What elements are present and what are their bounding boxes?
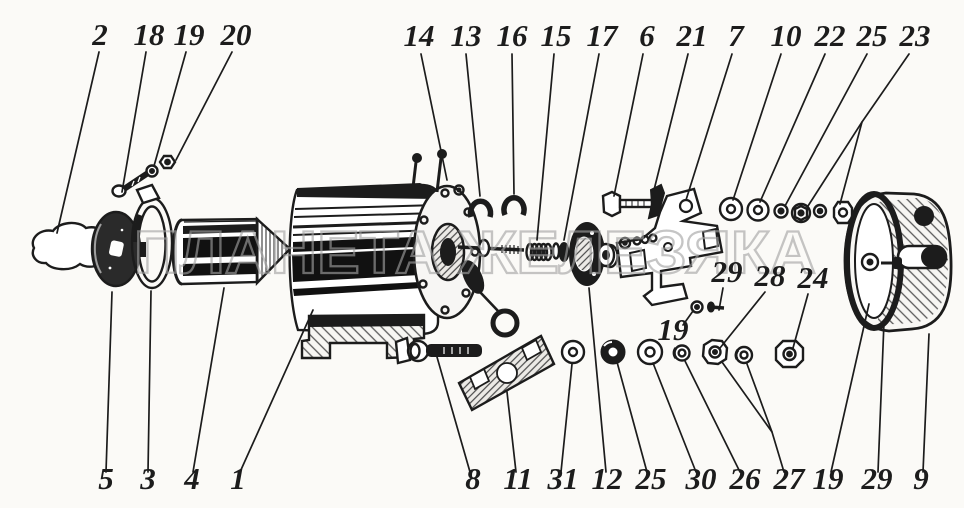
- callout-20: 20: [175, 17, 252, 161]
- svg-text:16: 16: [497, 18, 529, 53]
- callout-16: 16: [497, 18, 529, 195]
- cover-plate-part: [457, 334, 556, 412]
- callout-19-mid: 19: [658, 310, 694, 347]
- svg-text:3: 3: [139, 461, 156, 496]
- callout-6: 6: [613, 18, 655, 197]
- svg-text:17: 17: [587, 18, 620, 53]
- callout-23: 23: [807, 18, 931, 207]
- svg-text:8: 8: [465, 461, 481, 496]
- svg-text:6: 6: [639, 18, 655, 53]
- svg-text:12: 12: [592, 461, 623, 496]
- adjust-screw-and-washer: [690, 300, 725, 314]
- end-cover-part: [843, 191, 953, 333]
- callout-25-top: 25: [784, 18, 888, 207]
- svg-text:2: 2: [91, 17, 108, 52]
- svg-text:29: 29: [861, 461, 893, 496]
- svg-text:28: 28: [754, 258, 787, 293]
- svg-text:18: 18: [134, 17, 166, 52]
- end-shield-part: [412, 184, 482, 320]
- svg-text:27: 27: [773, 461, 807, 496]
- callout-5: 5: [98, 291, 114, 496]
- spring-part: [525, 242, 570, 262]
- callout-26: 26: [684, 360, 762, 496]
- svg-text:15: 15: [541, 18, 572, 53]
- callout-25-bottom: 25: [616, 361, 667, 496]
- callout-8: 8: [436, 356, 481, 496]
- callout-28-mid: 28: [719, 258, 787, 349]
- callout-27: 27: [721, 361, 807, 496]
- clamp-ring-part: [130, 183, 174, 290]
- callout-9: 9: [913, 333, 930, 496]
- watermark-text: ПЛАНЕТА ЖЕЛЕЗЯКА: [134, 219, 816, 286]
- callout-4: 4: [183, 287, 225, 496]
- svg-text:19: 19: [174, 17, 205, 52]
- bolt-part: [394, 336, 482, 365]
- svg-text:19: 19: [658, 312, 689, 347]
- callout-31: 31: [547, 363, 579, 496]
- svg-text:23: 23: [899, 18, 931, 53]
- bottom-fastener-row: [560, 338, 805, 369]
- small-washer-part: [145, 164, 159, 178]
- svg-text:30: 30: [685, 461, 717, 496]
- svg-text:11: 11: [503, 461, 532, 496]
- svg-text:10: 10: [771, 18, 802, 53]
- callout-30: 30: [652, 362, 717, 496]
- callout-10: 10: [732, 18, 802, 201]
- svg-text:20: 20: [220, 17, 252, 52]
- callout-29-mid: 29: [711, 254, 743, 311]
- small-nut-part: [158, 154, 177, 170]
- callout-19-bottom: 19: [813, 303, 870, 496]
- callout-7: 7: [685, 18, 745, 201]
- svg-text:25: 25: [635, 461, 667, 496]
- svg-text:21: 21: [676, 18, 708, 53]
- callout-14: 14: [404, 18, 448, 181]
- drum-part: [171, 216, 295, 286]
- svg-text:4: 4: [183, 461, 200, 496]
- callout-22: 22: [759, 18, 846, 203]
- callout-24-mid: 24: [792, 260, 829, 349]
- svg-text:31: 31: [547, 461, 579, 496]
- callout-11: 11: [503, 391, 533, 496]
- callout-12: 12: [588, 287, 623, 496]
- callout-19-top: 19: [153, 17, 205, 167]
- callout-1: 1: [230, 309, 314, 496]
- callout-3: 3: [139, 290, 156, 496]
- generator-body-part: [288, 183, 440, 360]
- bracket-assembly: [596, 183, 724, 307]
- svg-text:5: 5: [98, 461, 114, 496]
- shaft-part: [457, 238, 525, 258]
- svg-text:22: 22: [814, 18, 846, 53]
- terminal-eyelet-part: [461, 260, 520, 338]
- callout-29-bottom: 29: [861, 321, 893, 496]
- svg-text:24: 24: [797, 260, 829, 295]
- svg-text:25: 25: [856, 18, 888, 53]
- c-clip-parts: [467, 195, 527, 218]
- callout-17: 17: [563, 18, 620, 241]
- callout-2: 2: [56, 17, 108, 234]
- svg-text:13: 13: [451, 18, 482, 53]
- upper-fastener-row: [718, 196, 854, 225]
- svg-text:14: 14: [404, 18, 435, 53]
- svg-text:29: 29: [711, 254, 743, 289]
- svg-text:26: 26: [729, 461, 762, 496]
- svg-text:7: 7: [728, 18, 745, 53]
- pulley-part: [90, 210, 142, 288]
- callouts-layer: 2 18 19 20 14 13 16 15 17 6 21 7 10 22 2…: [56, 17, 931, 496]
- callout-18: 18: [121, 17, 166, 193]
- callout-15: 15: [536, 18, 572, 241]
- svg-text:1: 1: [230, 461, 246, 496]
- svg-text:9: 9: [913, 461, 929, 496]
- callout-21: 21: [653, 18, 708, 191]
- svg-text:19: 19: [813, 461, 844, 496]
- cover-hole: [914, 206, 934, 226]
- callout-13: 13: [451, 18, 482, 197]
